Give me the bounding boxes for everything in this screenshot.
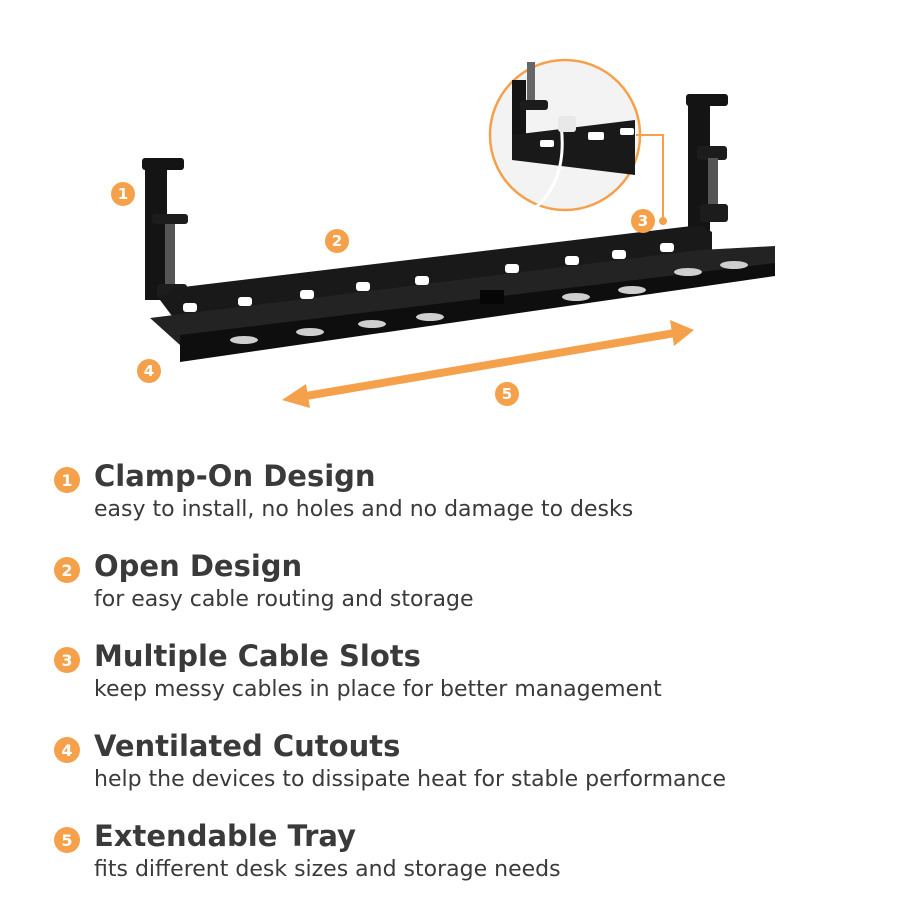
feature-title: Clamp-On Design [94, 459, 376, 493]
feature-item: 2 Open Design for easy cable routing and… [54, 548, 884, 638]
feature-item: 1 Clamp-On Design easy to install, no ho… [54, 458, 884, 548]
zoom-inset [488, 58, 667, 225]
callout-2-badge: 2 [325, 229, 349, 253]
feature-number-badge: 3 [54, 647, 80, 673]
feature-description: help the devices to dissipate heat for s… [94, 767, 727, 792]
feature-title: Multiple Cable Slots [94, 639, 421, 673]
extension-arrow [282, 320, 694, 408]
feature-item: 5 Extendable Tray fits different desk si… [54, 818, 884, 908]
callout-1-badge: 1 [111, 182, 135, 206]
feature-description: keep messy cables in place for better ma… [94, 677, 662, 702]
feature-item: 4 Ventilated Cutouts help the devices to… [54, 728, 884, 818]
feature-title: Ventilated Cutouts [94, 729, 401, 763]
feature-number-badge: 2 [54, 557, 80, 583]
cable-slots [183, 243, 674, 312]
feature-number-badge: 1 [54, 467, 80, 493]
feature-description: for easy cable routing and storage [94, 587, 474, 612]
feature-number-badge: 5 [54, 827, 80, 853]
callout-4-badge: 4 [137, 359, 161, 383]
feature-item: 3 Multiple Cable Slots keep messy cables… [54, 638, 884, 728]
product-illustration: 1 2 3 4 5 [0, 0, 900, 430]
feature-description: fits different desk sizes and storage ne… [94, 857, 561, 882]
callout-5-badge: 5 [495, 382, 519, 406]
right-clamp [686, 94, 728, 247]
callout-3-badge: 3 [631, 209, 655, 233]
feature-description: easy to install, no holes and no damage … [94, 497, 634, 522]
cable-tray-drawing [142, 58, 775, 408]
feature-list: 1 Clamp-On Design easy to install, no ho… [54, 458, 884, 908]
tray-back-wall [160, 225, 712, 320]
feature-title: Open Design [94, 549, 303, 583]
extension-joint [480, 290, 504, 304]
feature-number-badge: 4 [54, 737, 80, 763]
vent-cutouts [230, 261, 748, 344]
left-clamp [142, 158, 188, 300]
feature-title: Extendable Tray [94, 819, 356, 853]
